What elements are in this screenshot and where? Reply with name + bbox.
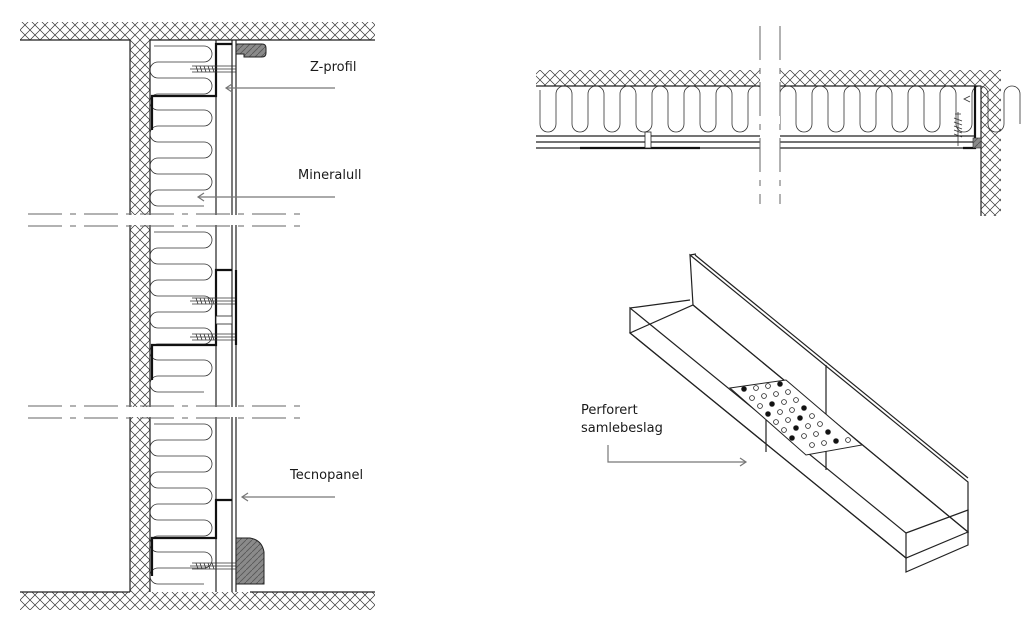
top-trim-block — [235, 43, 267, 58]
floor-concrete — [20, 592, 375, 610]
z-profile-bottom — [150, 498, 232, 576]
screw-mid-2 — [190, 333, 236, 341]
mineral-wool-bottom — [149, 423, 213, 585]
z-profile-mid — [150, 268, 232, 380]
wall-section-left — [20, 22, 375, 610]
concrete-wall — [130, 40, 150, 592]
ceiling-section-right — [536, 26, 1021, 216]
screw-bottom — [190, 562, 236, 570]
ceiling-concrete — [20, 22, 375, 40]
label-tecnopanel: Tecnopanel — [290, 468, 364, 483]
leader-lines-left — [196, 83, 335, 502]
z-profile-top — [150, 42, 232, 130]
mineral-wool-mid — [149, 231, 213, 393]
mineral-wool-top — [149, 45, 213, 207]
perforated-plate — [728, 379, 864, 456]
plate-holes — [741, 381, 851, 448]
label-samlebeslag: samlebeslag — [581, 421, 663, 436]
isometric-z-profile — [607, 253, 970, 573]
skirting-board — [235, 537, 265, 585]
screw-mid-1 — [190, 297, 236, 305]
label-perforert: Perforert — [581, 403, 638, 418]
label-z-profil: Z-profil — [310, 60, 357, 75]
label-mineralull: Mineralull — [298, 168, 362, 183]
screw-top — [190, 65, 236, 73]
